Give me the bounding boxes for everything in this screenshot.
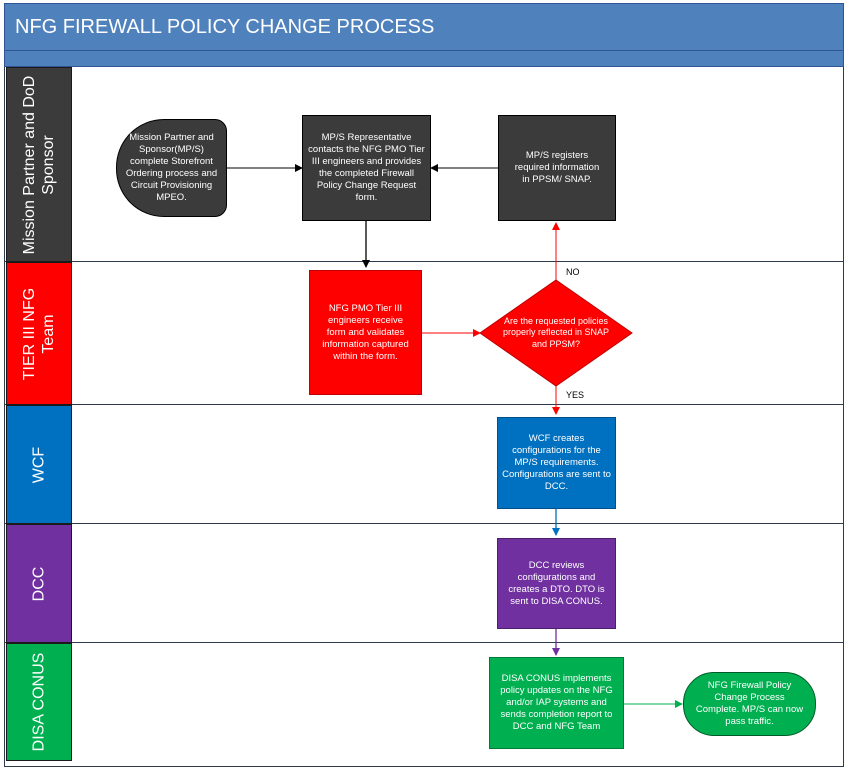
node-text: NFG PMO Tier III engineers receive form …: [322, 302, 409, 362]
node-disa-process: DISA CONUS implements policy updates on …: [489, 657, 624, 749]
node-text: Are the requested policies properly refl…: [502, 315, 610, 349]
lane-dcc: [4, 524, 844, 643]
edge-label-yes: YES: [566, 390, 585, 400]
node-register-process: MP/S registers required information in P…: [498, 115, 616, 221]
lane-label-wcf: WCF: [6, 405, 72, 524]
node-end-terminator: NFG Firewall Policy Change Process Compl…: [683, 672, 816, 736]
node-text: DCC reviews configurations and creates a…: [508, 559, 605, 607]
header-strip: [4, 51, 844, 67]
node-text: Mission Partner and Sponsor(MP/S) comple…: [125, 132, 218, 203]
node-receive-process: NFG PMO Tier III engineers receive form …: [309, 270, 422, 395]
decision-diamond: [479, 279, 633, 387]
node-wcf-process: WCF creates configurations for the MP/S …: [497, 417, 616, 509]
node-text: WCF creates configurations for the MP/S …: [502, 433, 611, 492]
node-text: MP/S registers required information in P…: [514, 150, 600, 185]
lane-label-mission-partner: Mission Partner and DoD Sponsor: [6, 67, 72, 262]
lane-label-tier-iii: TIER III NFG Team: [6, 262, 72, 405]
node-dcc-process: DCC reviews configurations and creates a…: [497, 538, 616, 629]
node-start-terminator: Mission Partner and Sponsor(MP/S) comple…: [116, 119, 227, 217]
node-text: DISA CONUS implements policy updates on …: [500, 673, 613, 732]
lane-label-dcc: DCC: [6, 524, 72, 643]
diagram-title: NFG FIREWALL POLICY CHANGE PROCESS: [4, 3, 844, 51]
lane-mission-partner: [4, 67, 844, 262]
lane-label-disa-conus: DISA CONUS: [6, 643, 72, 761]
node-decision-text: Are the requested policies properly refl…: [500, 305, 612, 361]
lane-wcf: [4, 405, 844, 524]
node-contact-process: MP/S Representative contacts the NFG PMO…: [302, 115, 431, 221]
node-text: NFG Firewall Policy Change Process Compl…: [695, 680, 804, 727]
edge-label-no: NO: [566, 267, 580, 277]
node-text: MP/S Representative contacts the NFG PMO…: [308, 132, 425, 203]
lane-tier-iii: [4, 262, 844, 405]
